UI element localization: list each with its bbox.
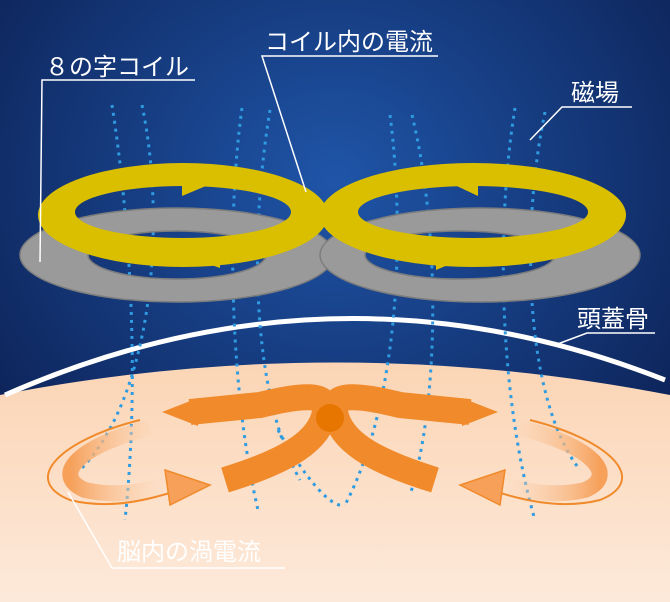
leader-magnetic-field [529,106,632,141]
eddy-loop-fill [62,420,178,502]
field-line [343,114,399,506]
arrow-head [180,240,220,268]
leader-skull [554,332,655,346]
eddy-current-arrows [47,384,623,507]
coil-current-arrows [38,162,626,270]
eddy-loop-outline [484,419,623,506]
arrow-head [164,468,212,507]
arrow-head [444,164,478,196]
field-line [408,114,435,496]
leader-coil [39,79,195,263]
label-coil-current: コイル内の電流 [265,28,433,56]
label-magnetic-field: 磁場 [571,79,619,107]
label-eddy-current: 脳内の渦電流 [117,538,261,566]
skull-line [3,316,666,398]
field-line [256,109,302,481]
arrow-head [162,398,198,426]
arrow-head [458,468,506,507]
eddy-crossing [316,404,344,432]
eddy-loop-outline [47,419,186,506]
leader-coil-current [260,55,438,193]
brain-region [0,362,670,602]
leader-lines [39,55,655,569]
label-skull: 頭蓋骨 [577,305,649,333]
field-line [276,429,346,507]
leader-eddy-current [67,491,285,569]
field-line [501,107,537,521]
arrow-head [462,398,498,426]
arrow-head [436,238,474,270]
eddy-loop-fill [492,420,608,502]
label-coil: ８の字コイル [45,53,189,81]
field-line [110,104,134,521]
arrow-head [182,166,218,196]
